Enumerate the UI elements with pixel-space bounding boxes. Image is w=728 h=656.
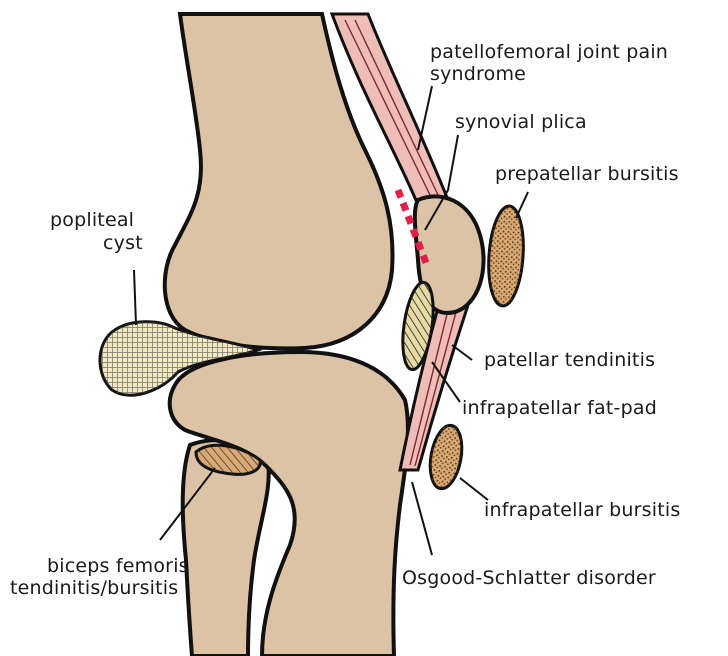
leader-prepatellar xyxy=(516,192,528,218)
label-biceps-line1: biceps femoris xyxy=(47,556,189,577)
label-osgood-schlatter: Osgood-Schlatter disorder xyxy=(402,568,656,589)
label-infrapatellar-fat-pad: infrapatellar fat-pad xyxy=(462,398,657,419)
leader-patellofemoral xyxy=(418,86,432,150)
label-patellofemoral-line1: patellofemoral joint pain xyxy=(430,42,668,63)
label-prepatellar-bursitis: prepatellar bursitis xyxy=(495,164,679,185)
label-synovial-plica: synovial plica xyxy=(455,112,587,133)
leader-popliteal xyxy=(134,270,136,325)
label-patellofemoral-line2: syndrome xyxy=(430,64,526,85)
label-infrapatellar-bursitis: infrapatellar bursitis xyxy=(484,500,680,521)
label-biceps-line2: tendinitis/bursitis xyxy=(10,578,178,599)
leader-patellar-tendinitis xyxy=(452,345,472,360)
leader-infrapatellar-bursitis xyxy=(460,478,488,500)
label-popliteal-line1: popliteal xyxy=(50,210,134,231)
label-popliteal-line2: cyst xyxy=(103,233,143,254)
label-patellar-tendinitis: patellar tendinitis xyxy=(484,350,655,371)
leader-osgood xyxy=(412,482,432,555)
